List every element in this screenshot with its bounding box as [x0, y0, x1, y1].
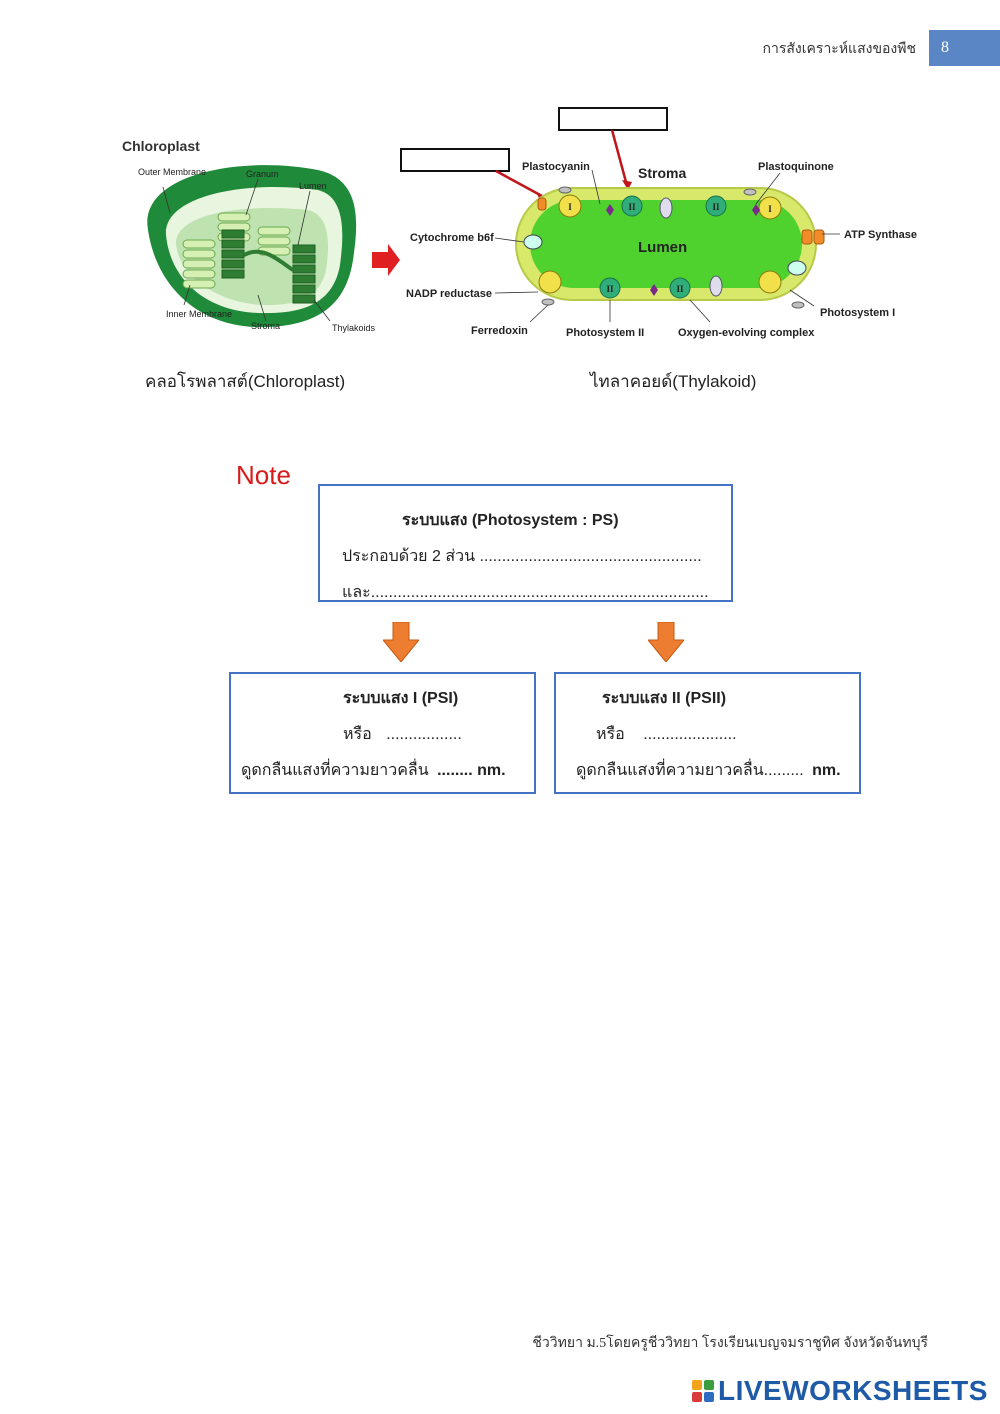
label-outer-membrane: Outer Membrane [138, 167, 206, 177]
chloroplast-title: Chloroplast [122, 138, 200, 154]
svg-text:II: II [676, 284, 684, 294]
down-arrow-icon [648, 622, 684, 662]
label-photosystem-2: Photosystem II [566, 327, 644, 339]
psii-absorb-text: ดูดกลืนแสงที่ความยาวคลื่น......... [576, 762, 804, 779]
label-stroma: Stroma [251, 321, 280, 331]
label-thylakoids: Thylakoids [332, 323, 376, 333]
svg-text:I: I [768, 204, 772, 214]
answer-box-top[interactable] [559, 108, 667, 130]
psii-wavelength-line: ดูดกลืนแสงที่ความยาวคลื่น......... nm. [576, 758, 841, 783]
psi-or-blank: ................. [386, 726, 462, 743]
footer-credit: ชีววิทยา ม.5โดยครูชีววิทยา โรงเรียนเบญจม… [532, 1332, 928, 1354]
right-arrow-icon [372, 244, 400, 276]
psi-wavelength-line: ดูดกลืนแสงที่ความยาวคลื่น ........ nm. [241, 758, 506, 783]
label-photosystem-1: Photosystem I [820, 307, 895, 319]
thylakoid-caption: ไทลาคอยด์(Thylakoid) [590, 368, 756, 395]
ps-heading: ระบบแสง (Photosystem : PS) [402, 508, 619, 533]
psii-or-prefix: หรือ [596, 726, 625, 743]
thylakoid-diagram: I II II I II II Plastocyanin Str [370, 100, 930, 350]
liveworksheets-icon [692, 1380, 714, 1402]
ps-line-2: และ.....................................… [342, 580, 709, 605]
psi-wavelength-blank: ........ nm. [437, 762, 505, 779]
psii-or-blank: ..................... [643, 726, 736, 743]
header-title: การสังเคราะห์แสงของพืช [763, 38, 916, 60]
svg-text:II: II [606, 284, 614, 294]
label-granum: Granum [246, 169, 279, 179]
cytochrome-shape [524, 235, 542, 249]
svg-text:II: II [712, 202, 720, 212]
note-title: Note [236, 460, 291, 491]
answer-box-left[interactable] [401, 149, 509, 171]
label-nadp-reductase: NADP reductase [406, 288, 492, 300]
label-ferredoxin: Ferredoxin [471, 325, 528, 337]
ps-line-1: ประกอบด้วย 2 ส่วน ......................… [342, 544, 702, 569]
psi-or-prefix: หรือ [343, 726, 372, 743]
label-stroma-thylakoid: Stroma [638, 165, 686, 181]
psi-absorb-text: ดูดกลืนแสงที่ความยาวคลื่น [241, 762, 429, 779]
svg-text:I: I [568, 202, 572, 212]
page-number: 8 [941, 39, 949, 57]
label-lumen: Lumen [299, 181, 327, 191]
psi-or-line: หรือ ................. [343, 722, 462, 747]
psi-box: ระบบแสง I (PSI) หรือ ................. ด… [229, 672, 536, 794]
photosystem-box: ระบบแสง (Photosystem : PS) ประกอบด้วย 2 … [318, 484, 733, 602]
chloroplast-caption: คลอโรพลาสต์(Chloroplast) [145, 368, 345, 395]
psii-or-line: หรือ ..................... [596, 722, 737, 747]
label-plastocyanin: Plastocyanin [522, 161, 590, 173]
liveworksheets-logo[interactable]: LIVEWORKSHEETS [692, 1375, 988, 1407]
down-arrow-icon [383, 622, 419, 662]
label-oxygen-evolving: Oxygen-evolving complex [678, 327, 815, 339]
psii-box: ระบบแสง II (PSII) หรือ .................… [554, 672, 861, 794]
chloroplast-diagram: Chloroplast Ou [118, 135, 388, 350]
psi-heading: ระบบแสง I (PSI) [343, 686, 458, 711]
psii-wavelength-unit: nm. [812, 762, 840, 779]
label-lumen-thylakoid: Lumen [638, 239, 687, 256]
psii-heading: ระบบแสง II (PSII) [602, 686, 726, 711]
label-plastoquinone: Plastoquinone [758, 161, 834, 173]
label-atp-synthase: ATP Synthase [844, 229, 917, 241]
liveworksheets-brand: LIVEWORKSHEETS [718, 1375, 988, 1407]
label-inner-membrane: Inner Membrane [166, 309, 232, 319]
page-number-tab: 8 [929, 30, 1000, 66]
label-cytochrome: Cytochrome b6f [410, 232, 494, 244]
svg-text:II: II [628, 202, 636, 212]
